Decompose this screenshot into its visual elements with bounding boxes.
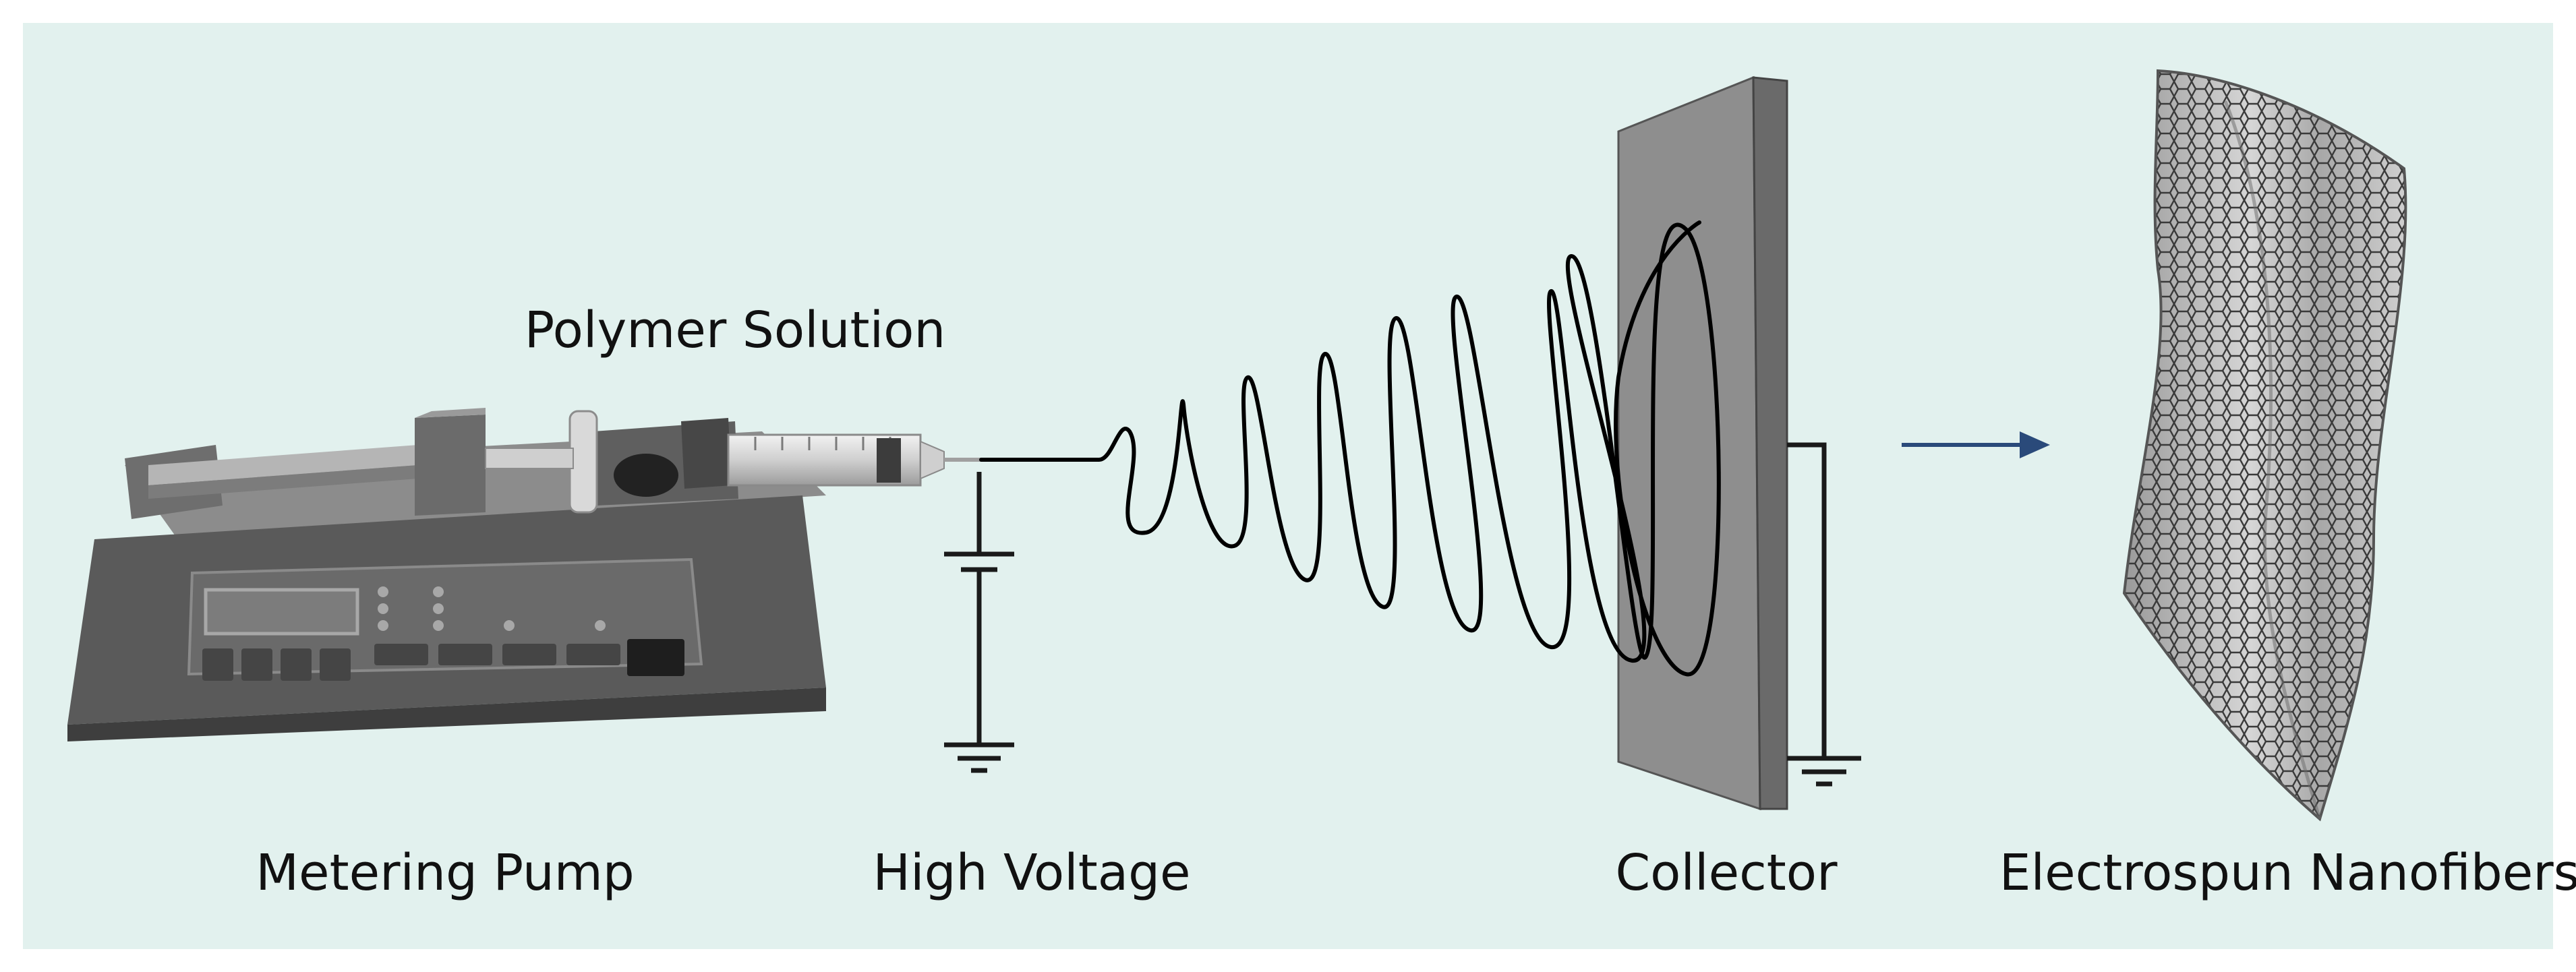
- label-high-voltage: High Voltage: [873, 844, 1190, 902]
- ground-symbol-icon: [1787, 756, 1861, 787]
- arrow-right-icon: [1902, 431, 2050, 458]
- fiber-jet: [979, 220, 1721, 677]
- label-electrospun-nanofibers: Electrospun Nanofibers: [1999, 844, 2576, 902]
- battery-symbol-icon: [944, 472, 1014, 745]
- label-polymer-solution: Polymer Solution: [525, 301, 946, 359]
- label-collector: Collector: [1616, 844, 1838, 902]
- label-metering-pump: Metering Pump: [256, 844, 635, 902]
- syringe-pump-icon: [67, 408, 981, 741]
- nanofiber-mesh-icon: [2122, 69, 2407, 822]
- ground-symbol-icon: [944, 742, 1014, 773]
- collector-plate-icon: [1617, 75, 1827, 811]
